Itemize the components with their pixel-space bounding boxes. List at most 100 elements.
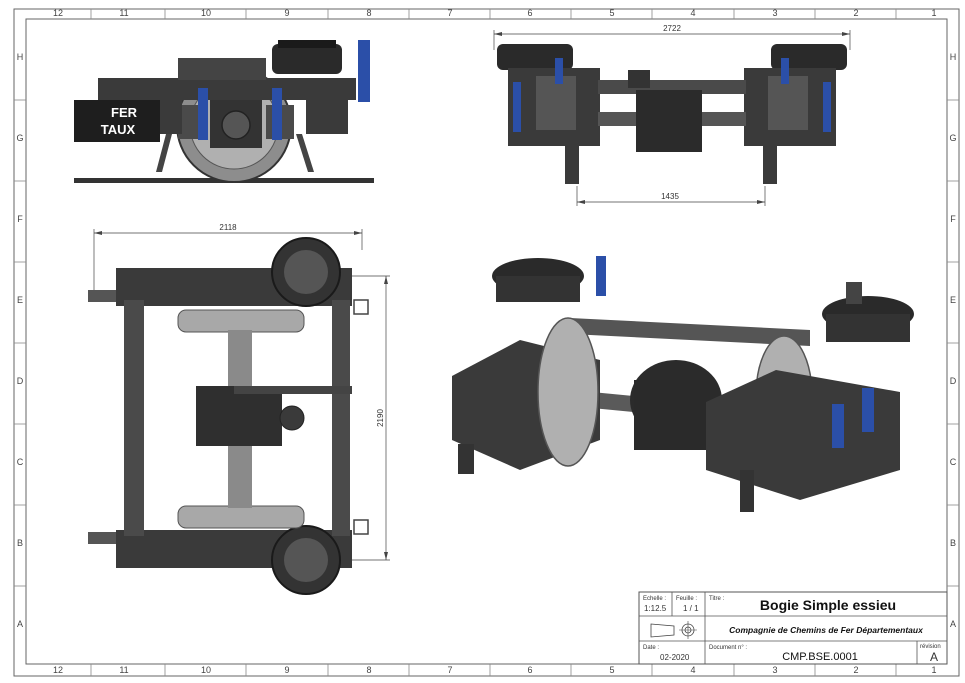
tb-rev-value: A (930, 650, 938, 664)
iso-gearbox-body (634, 380, 710, 450)
title-block: Echelle : 1:12.5 Feuille : 1 / 1 Titre :… (638, 591, 948, 665)
iso-damper (596, 256, 606, 296)
column-labels-top: 12 11 10 9 8 7 6 5 4 3 2 1 (53, 8, 937, 18)
inner-border (25, 18, 948, 665)
col-label: 9 (284, 8, 289, 18)
side-guard (296, 134, 314, 172)
front-damper (513, 82, 521, 132)
iso-cross-tube (570, 318, 810, 346)
plan-beam-left (124, 300, 144, 536)
side-guard (156, 134, 172, 172)
zone-ticks (14, 9, 959, 676)
plan-beam-right (332, 300, 350, 536)
front-leg-left (565, 140, 579, 184)
plan-air-spring-top-inner (284, 250, 328, 294)
plan-gearbox-flange (279, 405, 305, 431)
iso-side-right (706, 370, 900, 500)
tb-sheet-label: Feuille : (676, 596, 697, 602)
dim-arrow (494, 32, 502, 36)
dim-2118: 2118 (219, 223, 237, 232)
front-side-right-plate (768, 76, 808, 130)
tb-date-value: 02-2020 (660, 653, 690, 662)
row-label: C (17, 457, 24, 467)
iso-wheel-left (537, 317, 599, 467)
iso-air-spring-right-body (826, 314, 910, 342)
iso-bracket (740, 470, 754, 512)
col-label: 4 (690, 665, 695, 675)
front-damper (823, 82, 831, 132)
dim-2722: 2722 (663, 24, 681, 33)
side-end-right (306, 100, 348, 134)
col-label: 3 (772, 665, 777, 675)
dim-2190: 2190 (376, 409, 385, 427)
front-damper (781, 58, 789, 84)
tb-title-label: Titre : (709, 596, 724, 602)
iso-bracket (846, 282, 862, 304)
col-label: 1 (931, 665, 936, 675)
outer-border (13, 8, 960, 677)
front-view: 2722 1435 (493, 24, 851, 206)
isometric-view (452, 256, 914, 512)
tb-date-label: Date : (643, 645, 659, 651)
front-air-spring-left (497, 44, 573, 70)
col-label: 3 (772, 8, 777, 18)
col-label: 2 (853, 665, 858, 675)
side-damper (198, 88, 208, 140)
col-label: 6 (527, 8, 532, 18)
tb-scale-value: 1:12.5 (644, 604, 667, 613)
tb-scale-label: Echelle : (643, 596, 666, 602)
row-label: H (17, 52, 24, 62)
side-frame-top (178, 58, 266, 80)
row-label: G (16, 133, 23, 143)
watermark-text: FER (111, 105, 138, 120)
row-label: D (17, 376, 24, 386)
row-label: B (950, 538, 956, 548)
plan-lug (353, 299, 369, 315)
row-labels-left: H G F E D C B A (16, 52, 23, 629)
row-label: A (950, 619, 956, 629)
row-label: D (950, 376, 957, 386)
iso-damper (832, 404, 844, 448)
row-label: F (17, 214, 23, 224)
col-label: 7 (447, 665, 452, 675)
col-label: 10 (201, 665, 211, 675)
side-frame (98, 78, 356, 100)
side-damper (358, 40, 370, 102)
front-gearbox (636, 90, 702, 152)
front-gearbox-top (628, 70, 650, 88)
front-leg-right (763, 140, 777, 184)
col-label: 5 (609, 665, 614, 675)
row-label: E (950, 295, 956, 305)
plan-coupler-top (88, 290, 116, 302)
row-label: H (950, 52, 957, 62)
plan-coupler-bottom (88, 532, 116, 544)
row-label: E (17, 295, 23, 305)
col-label: 4 (690, 8, 695, 18)
iso-air-spring-left-body (496, 276, 580, 302)
front-damper (555, 58, 563, 84)
iso-damper (862, 388, 874, 432)
col-label: 10 (201, 8, 211, 18)
col-label: 11 (119, 665, 128, 675)
front-side-left-plate (536, 76, 576, 130)
side-view: FER TAUX (74, 40, 374, 183)
dim-arrow (94, 231, 102, 235)
dim-arrow (354, 231, 362, 235)
row-labels-right: H G F E D C B A (949, 52, 956, 629)
col-label: 6 (527, 665, 532, 675)
plan-wheel-top (177, 309, 305, 333)
side-air-spring-cap (278, 40, 336, 48)
dim-arrow (757, 200, 765, 204)
col-label: 9 (284, 665, 289, 675)
row-label: G (949, 133, 956, 143)
dim-arrow (842, 32, 850, 36)
row-label: C (950, 457, 957, 467)
col-label: 5 (609, 8, 614, 18)
plan-wheel-bottom (177, 505, 305, 529)
tb-doc-number: CMP.BSE.0001 (782, 651, 858, 663)
tb-doc-label: Document n° : (709, 645, 747, 651)
tb-title: Bogie Simple essieu (760, 597, 896, 613)
side-damper (272, 88, 282, 140)
side-axle (221, 110, 251, 140)
